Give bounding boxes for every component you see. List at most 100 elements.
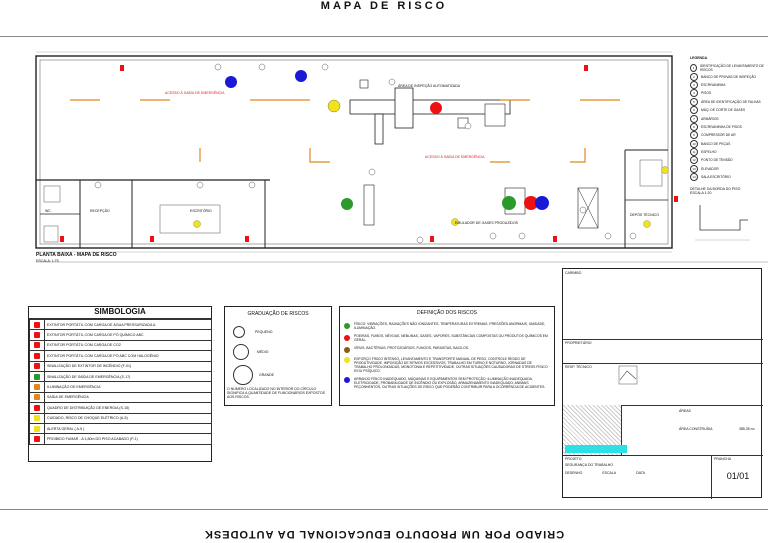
page-title: MAPA DE RISCO <box>320 0 448 12</box>
simbologia-text: EXTINTOR PORTÁTIL COM CARGA DE ÁGUA PRES… <box>44 318 212 331</box>
simbologia-text: ILUMINAÇÃO DE EMERGÊNCIA <box>44 381 212 393</box>
symbol-icon <box>34 373 40 380</box>
legend-number: 4 <box>690 89 698 98</box>
risk-circle-blue-1 <box>225 76 237 88</box>
risk-definition: VÍRUS, BACTÉRIAS, PROTOZOÁRIOS, FUNGOS, … <box>344 346 550 353</box>
data-label: DATA <box>636 471 645 475</box>
legend-item-label: PISOS <box>701 91 712 96</box>
legend-number: 2 <box>690 72 698 81</box>
symbol-icon <box>34 363 40 370</box>
legend-item-label: ESCRIVANINHA DE PISOS <box>701 124 742 129</box>
risk-color-dot <box>344 357 350 363</box>
simbologia-text: EXTINTOR PORTÁTIL COM CARGA DE PÓ ABC CO… <box>44 350 212 362</box>
signature-sketch <box>618 365 638 385</box>
exit-label-top: ACESSO À SAÍDA DE EMERGÊNCIA <box>165 91 225 95</box>
circle-large <box>233 365 253 385</box>
risk-definition-text: ESFORÇO FÍSICO INTENSO, LEVANTAMENTO E T… <box>354 356 548 373</box>
legend-number: 12 <box>690 156 698 165</box>
simbologia-row: SINALIZAÇÃO DE SAÍDA DE EMERGÊNCIA (S-17… <box>29 370 212 383</box>
legend-item-label: ESCRIVANINHA <box>701 82 726 87</box>
room-deposito-tecnico: DEPÓS TÉCNICO <box>630 213 659 217</box>
projeto-label: PROJETO <box>565 457 582 461</box>
simbologia-panel: SIMBOLOGIA EXTINTOR PORTÁTIL COM CARGA D… <box>28 306 212 462</box>
risk-definition: FÍSICO: VIBRAÇÕES, RADIAÇÕES NÃO IONIZAN… <box>344 322 550 330</box>
simbologia-row: QUADRO DE DISTRIBUIÇÃO DE ENERGIA (S-15) <box>29 402 212 414</box>
simbologia-row: EXTINTOR PORTÁTIL COM CARGA DE CO2 <box>29 339 212 352</box>
legend-detail: DETALHE DA BORDA DO PISO <box>690 187 741 192</box>
simbologia-row: SINALIZAÇÃO DE EXTINTOR DE INCÊNDIO (F-0… <box>29 360 212 372</box>
legend-number: 6 <box>690 106 698 115</box>
area-construida-value: 385,35 m² <box>739 427 755 431</box>
bottom-divider <box>0 509 768 510</box>
simbologia-row: SAÍDA DE EMERGÊNCIA <box>29 391 212 404</box>
desenho-label: DESENHO <box>565 471 583 475</box>
legend-number: 1 <box>690 64 698 73</box>
area-inspecao-label: ÁREA DE INSPEÇÃO AUTOMATIZADA <box>398 84 461 88</box>
legend-number: 13 <box>690 164 698 173</box>
legend-detail-scale: ESCALA 1:20 <box>690 191 712 196</box>
legend-number: 5 <box>690 97 698 106</box>
graduacao-panel: GRADUAÇÃO DE RISCOS PEQUENO MÉDIO GRANDE… <box>224 306 332 406</box>
simbologia-row: EXTINTOR PORTÁTIL COM CARGA DE PÓ QUÍMIC… <box>29 329 212 341</box>
legend-number: 14 <box>690 173 698 182</box>
resp-tecnico-field: RESP. TÉCNICO <box>565 365 592 369</box>
simbologia-text: QUADRO DE DISTRIBUIÇÃO DE ENERGIA (S-15) <box>44 402 212 414</box>
proprietario-field: PROPRIETÁRIO <box>565 341 592 345</box>
areas-label: ÁREAS <box>679 409 691 413</box>
simbologia-text: ALERTA GERAL ( A-5 ) <box>44 422 212 435</box>
carimbo-field: CARIMBO <box>565 271 582 275</box>
legend-item-label: COMPRESSOR DE AR <box>701 133 736 138</box>
legend-number: 9 <box>690 131 698 140</box>
symbol-icon <box>34 384 40 391</box>
legend-title: LEGENDA <box>690 56 708 60</box>
risk-circle-red-2 <box>524 196 538 210</box>
simbologia-text: CUIDADO, RISCO DE CHOQUE ELÉTRICO (A-5) <box>44 412 212 424</box>
simbologia-row: ILUMINAÇÃO DE EMERGÊNCIA <box>29 381 212 393</box>
simbologia-row: ALERTA GERAL ( A-5 ) <box>29 422 212 435</box>
exit-label-mid: ACESSO À SAÍDA DE EMERGÊNCIA <box>425 155 485 159</box>
legend-item-label: ESPELHO <box>701 150 717 155</box>
risk-definition: ESFORÇO FÍSICO INTENSO, LEVANTAMENTO E T… <box>344 357 550 373</box>
risk-color-dot <box>344 322 350 329</box>
risk-circle-blue-2 <box>295 70 307 82</box>
simbologia-table: EXTINTOR PORTÁTIL COM CARGA DE ÁGUA PRES… <box>29 318 212 445</box>
legend-item-label: ELEVADOR <box>701 166 719 171</box>
risk-definition-text: VÍRUS, BACTÉRIAS, PROTOZOÁRIOS, FUNGOS, … <box>354 346 469 350</box>
legend-item-label: IDENTIFICAÇÃO DE LEVANTAMENTO DE RISCOS <box>700 64 764 73</box>
legend-number: 11 <box>690 148 698 157</box>
symbol-icon <box>34 404 40 411</box>
graduacao-title: GRADUAÇÃO DE RISCOS <box>247 311 309 317</box>
legend-number: 3 <box>690 80 698 89</box>
simbologia-text: PROIBIDO FUMAR - A 1,80m DO PISO ACABADO… <box>44 433 212 445</box>
room-recepcao: RECEPÇÃO <box>90 209 110 213</box>
title-block: CARIMBO PROPRIETÁRIO RESP. TÉCNICO ÁREAS… <box>562 268 763 499</box>
risk-color-dot <box>344 377 350 383</box>
prancha-number: 01/01 <box>726 471 750 481</box>
room-escritorio: ESCRITÓRIO <box>190 209 212 213</box>
simbologia-row: EXTINTOR PORTÁTIL COM CARGA DE ÁGUA PRES… <box>29 318 212 331</box>
symbol-icon <box>34 332 40 339</box>
risk-definition-text: FÍSICO: VIBRAÇÕES, RADIAÇÕES NÃO IONIZAN… <box>354 322 546 330</box>
simbologia-text: EXTINTOR PORTÁTIL COM CARGA DE PÓ QUÍMIC… <box>44 329 212 341</box>
legend-item-label: MÁQ. DE CORTE DE GASES <box>701 108 746 113</box>
level-large: GRANDE <box>259 373 274 377</box>
graduacao-note: O NÚMERO LOCALIZADO NO INTERIOR DO CÍRCU… <box>227 387 325 399</box>
risk-definition: ARRANJO FÍSICO INADEQUADO, MÁQUINAS E EQ… <box>344 377 550 389</box>
symbol-icon <box>34 425 40 432</box>
circle-small <box>233 326 245 338</box>
risk-circle-green-2 <box>502 196 516 210</box>
projeto-value: SEGURANÇA DO TRABALHO <box>565 463 613 467</box>
simbologia-row: PROIBIDO FUMAR - A 1,80m DO PISO ACABADO… <box>29 433 212 445</box>
risk-definition-text: ARRANJO FÍSICO INADEQUADO, MÁQUINAS E EQ… <box>354 376 546 389</box>
room-wc: WC <box>45 209 51 213</box>
legend-item-label: ARMÁRIOS <box>701 116 719 121</box>
